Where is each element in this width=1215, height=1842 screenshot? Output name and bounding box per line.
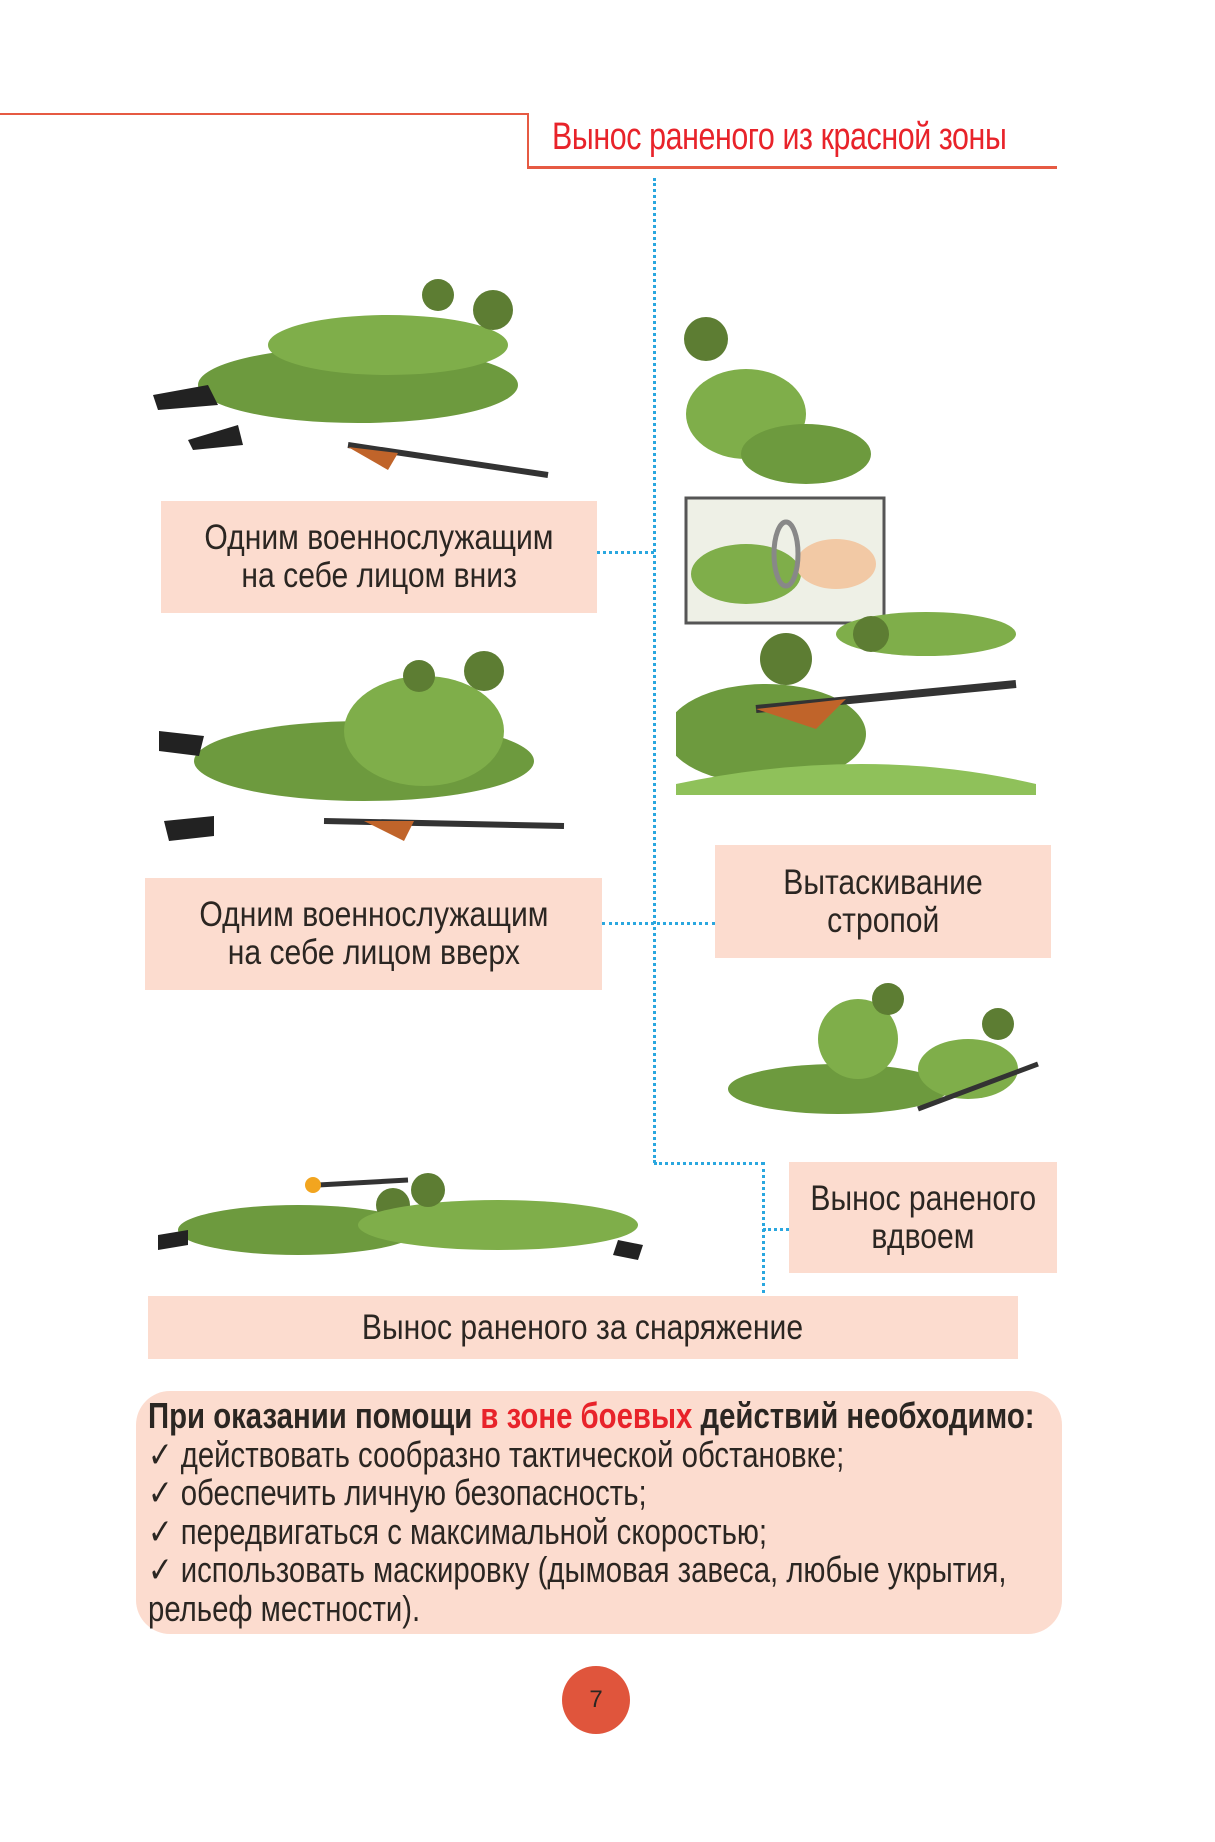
- illustration-two-person-carry: [728, 983, 1039, 1114]
- caption-line: вдвоем: [871, 1216, 975, 1256]
- connector-face-down: [597, 551, 654, 554]
- header-rule: [0, 113, 528, 115]
- heading-text: При оказании помощи: [148, 1395, 481, 1436]
- info-heading: При оказании помощи в зоне боевых действ…: [148, 1395, 1053, 1436]
- info-item: ✓ обеспечить личную безопасность;: [148, 1472, 647, 1513]
- illustration-carry-face-up: [159, 651, 565, 841]
- illustration-strap-drag: [676, 317, 1036, 795]
- caption-line: Вынос раненого за снаряжение: [362, 1307, 804, 1347]
- page-title: Вынос раненого из красной зоны: [552, 116, 1007, 158]
- caption-face-up: Одним военнослужащим на себе лицом вверх: [145, 878, 602, 990]
- connector-two-people: [763, 1228, 789, 1231]
- info-item: ✓ действовать сообразно тактической обст…: [148, 1433, 845, 1475]
- caption-line: Одним военнослужащим: [198, 895, 549, 934]
- header-rule-vertical: [527, 113, 529, 168]
- info-item: ✓ использовать маскировку (дымовая завес…: [148, 1549, 1007, 1590]
- caption-line: на себе лицом вниз: [241, 556, 517, 595]
- heading-highlight: в зоне боевых: [480, 1395, 693, 1436]
- illustration-carry-face-down: [153, 279, 549, 478]
- connector-main: [653, 178, 656, 1163]
- connector-branch: [654, 1162, 764, 1165]
- caption-face-down: Одним военнослужащим на себе лицом вниз: [161, 501, 597, 613]
- illustration-drag-by-gear: [158, 1173, 643, 1260]
- caption-by-gear: Вынос раненого за снаряжение: [148, 1296, 1018, 1359]
- caption-strap: Вытаскивание стропой: [715, 845, 1051, 958]
- connector-lower: [762, 1162, 765, 1293]
- caption-line: Вытаскивание: [783, 862, 983, 902]
- caption-line: на себе лицом вверх: [227, 933, 520, 972]
- caption-line: Вынос раненого: [810, 1178, 1036, 1218]
- heading-text: действий необходимо:: [692, 1395, 1035, 1436]
- page-number: 7: [562, 1666, 630, 1734]
- caption-two-people: Вынос раненого вдвоем: [789, 1162, 1057, 1273]
- info-item: рельеф местности).: [148, 1587, 421, 1629]
- caption-line: Одним военнослужащим: [204, 518, 554, 557]
- caption-line: стропой: [826, 900, 940, 940]
- title-underline: [527, 166, 1057, 169]
- info-item: ✓ передвигаться с максимальной скоростью…: [148, 1510, 768, 1552]
- info-box: При оказании помощи в зоне боевых действ…: [136, 1391, 1062, 1634]
- connector-face-up-strap: [602, 922, 715, 925]
